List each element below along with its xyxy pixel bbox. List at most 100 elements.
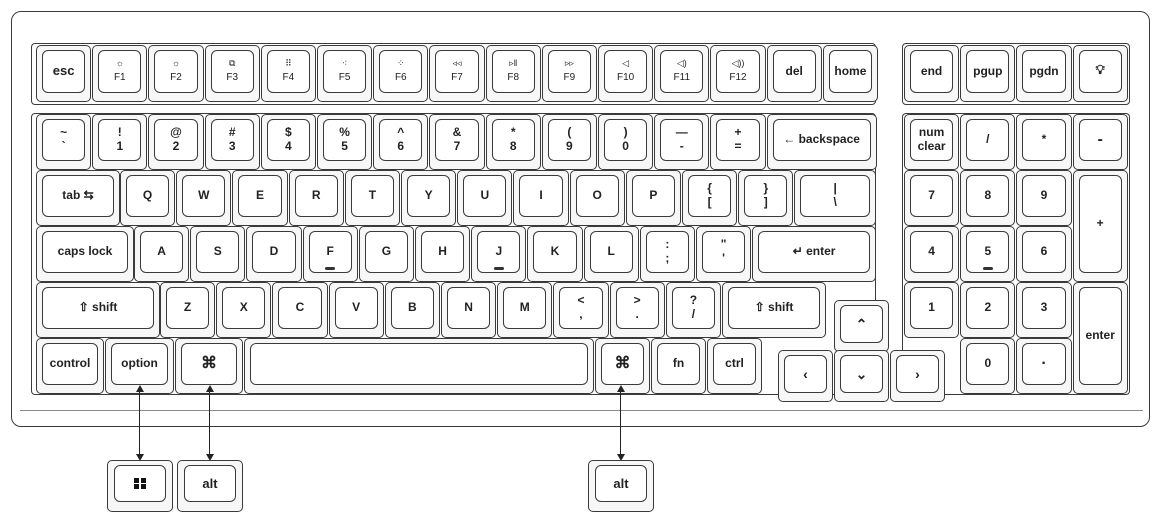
key-r[interactable]: R — [288, 170, 344, 226]
key-q[interactable]: Q — [120, 170, 176, 226]
key-4[interactable]: $ 4 — [260, 114, 316, 170]
key-s[interactable]: S — [190, 226, 246, 282]
grave-key[interactable]: ~ ` — [36, 114, 92, 170]
key-u[interactable]: U — [457, 170, 513, 226]
f9-key[interactable]: ▹▹F9 — [541, 45, 597, 102]
numpad-plus-key[interactable]: + — [1072, 170, 1128, 282]
key-6[interactable]: ^ 6 — [373, 114, 429, 170]
option-key[interactable]: option — [105, 338, 174, 394]
key-l[interactable]: L — [583, 226, 639, 282]
numpad-asterisk-key[interactable]: * — [1016, 114, 1072, 170]
key-1[interactable]: ! 1 — [92, 114, 148, 170]
pgdn-key[interactable]: pgdn — [1016, 45, 1072, 102]
backslash-key[interactable]: | \ — [794, 170, 876, 226]
bracket-right-key[interactable]: } ] — [738, 170, 794, 226]
f10-key[interactable]: ◁F10 — [598, 45, 654, 102]
numpad-7-key[interactable]: 7 — [904, 170, 960, 226]
key-5[interactable]: % 5 — [317, 114, 373, 170]
key-p[interactable]: P — [625, 170, 681, 226]
key-w[interactable]: W — [176, 170, 232, 226]
key-x[interactable]: X — [216, 282, 272, 338]
f1-key[interactable]: ☼F1 — [92, 45, 148, 102]
key-z[interactable]: Z — [160, 282, 216, 338]
key-n[interactable]: N — [441, 282, 497, 338]
tab-key[interactable]: tab ⇆ — [36, 170, 120, 226]
numpad-8-key[interactable]: 8 — [960, 170, 1016, 226]
pgup-key[interactable]: pgup — [960, 45, 1016, 102]
key-7[interactable]: & 7 — [429, 114, 485, 170]
key-2[interactable]: @ 2 — [148, 114, 204, 170]
num-clear-key[interactable]: num clear — [904, 114, 960, 170]
key-t[interactable]: T — [344, 170, 400, 226]
del-key[interactable]: del — [766, 45, 822, 102]
arrow-up-key[interactable]: ⌃ — [834, 300, 889, 352]
numpad-4-key[interactable]: 4 — [904, 226, 960, 282]
numpad-6-key[interactable]: 6 — [1016, 226, 1072, 282]
key-f[interactable]: F — [302, 226, 358, 282]
numpad-minus-key[interactable]: - — [1072, 114, 1128, 170]
key-b[interactable]: B — [384, 282, 440, 338]
key-h[interactable]: H — [415, 226, 471, 282]
quote-key[interactable]: " ' — [696, 226, 752, 282]
ctrl-key[interactable]: ctrl — [707, 338, 762, 394]
end-key[interactable]: end — [904, 45, 960, 102]
right-command-key[interactable]: ⌘ — [595, 338, 650, 394]
numpad-slash-key[interactable]: / — [960, 114, 1016, 170]
light-key[interactable]: 💡︎ — [1072, 45, 1128, 102]
backspace-key[interactable]: ← backspace — [766, 114, 877, 170]
equal-key[interactable]: + = — [710, 114, 766, 170]
numpad-2-key[interactable]: 2 — [960, 282, 1016, 338]
f2-key[interactable]: ☼F2 — [148, 45, 204, 102]
left-shift-key[interactable]: ⇧ shift — [36, 282, 160, 338]
esc-key[interactable]: esc — [36, 45, 92, 102]
minus-key[interactable]: — - — [654, 114, 710, 170]
f4-key[interactable]: ⠿F4 — [260, 45, 316, 102]
spacebar-key[interactable] — [244, 338, 594, 394]
key-i[interactable]: I — [513, 170, 569, 226]
key-y[interactable]: Y — [401, 170, 457, 226]
key-d[interactable]: D — [246, 226, 302, 282]
bracket-left-key[interactable]: { [ — [682, 170, 738, 226]
comma-key[interactable]: < , — [553, 282, 609, 338]
left-command-key[interactable]: ⌘ — [175, 338, 243, 394]
f12-key[interactable]: ◁))F12 — [710, 45, 766, 102]
key-k[interactable]: K — [527, 226, 583, 282]
key-c[interactable]: C — [272, 282, 328, 338]
numpad-3-key[interactable]: 3 — [1016, 282, 1072, 338]
key-0[interactable]: ) 0 — [598, 114, 654, 170]
key-e[interactable]: E — [232, 170, 288, 226]
fn-key[interactable]: fn — [651, 338, 706, 394]
key-g[interactable]: G — [358, 226, 414, 282]
numpad-1-key[interactable]: 1 — [904, 282, 960, 338]
semicolon-key[interactable]: : ; — [639, 226, 695, 282]
home-key[interactable]: home — [822, 45, 878, 102]
slash-key[interactable]: ? / — [665, 282, 721, 338]
numpad-9-key[interactable]: 9 — [1016, 170, 1072, 226]
key-3[interactable]: # 3 — [204, 114, 260, 170]
key-8[interactable]: * 8 — [485, 114, 541, 170]
key-m[interactable]: M — [497, 282, 553, 338]
arrow-right-key[interactable]: › — [890, 350, 945, 402]
key-o[interactable]: O — [569, 170, 625, 226]
period-key[interactable]: > . — [609, 282, 665, 338]
right-shift-key[interactable]: ⇧ shift — [722, 282, 826, 338]
arrow-down-key[interactable]: ⌄ — [834, 350, 889, 402]
f7-key[interactable]: ◃◃F7 — [429, 45, 485, 102]
key-a[interactable]: A — [134, 226, 190, 282]
enter-key[interactable]: ↵ enter — [752, 226, 876, 282]
key-v[interactable]: V — [328, 282, 384, 338]
caps-lock-key[interactable]: caps lock — [36, 226, 134, 282]
control-key[interactable]: control — [36, 338, 104, 394]
arrow-left-key[interactable]: ‹ — [778, 350, 833, 402]
numpad-enter-key[interactable]: enter — [1072, 282, 1128, 394]
key-9[interactable]: ( 9 — [541, 114, 597, 170]
numpad-dot-key[interactable]: · — [1016, 338, 1072, 394]
numpad-0-key[interactable]: 0 — [960, 338, 1016, 394]
f5-key[interactable]: ⁖F5 — [317, 45, 373, 102]
f3-key[interactable]: ⧉F3 — [204, 45, 260, 102]
numpad-5-key[interactable]: 5 — [960, 226, 1016, 282]
f11-key[interactable]: ◁)F11 — [654, 45, 710, 102]
key-j[interactable]: J — [471, 226, 527, 282]
f6-key[interactable]: ⁘F6 — [373, 45, 429, 102]
